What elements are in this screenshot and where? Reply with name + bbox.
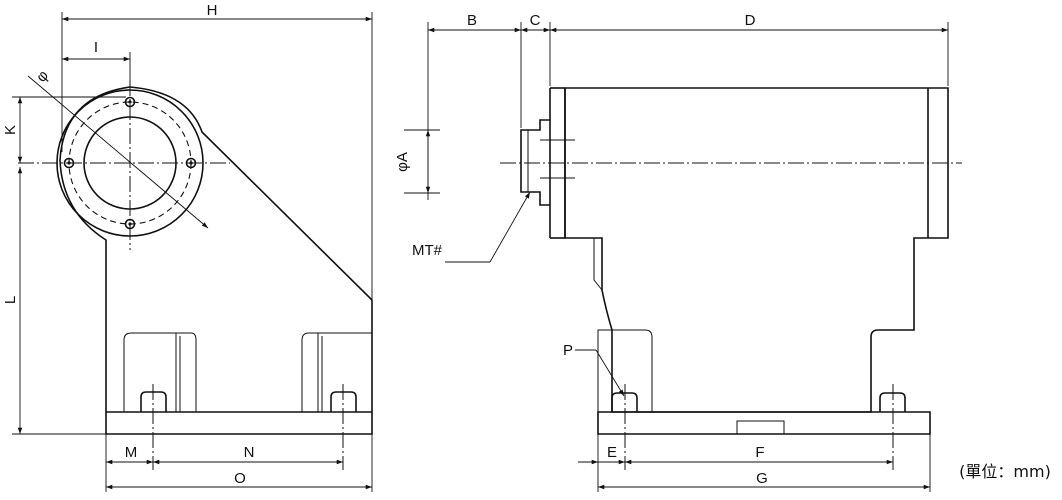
- front-view: [18, 80, 373, 470]
- label-N: N: [244, 444, 255, 461]
- front-foot-right: [301, 332, 372, 412]
- label-B: B: [467, 12, 477, 29]
- dimension-labels: H I φ K L M N O B C D φA MT# P E F G (單位…: [2, 2, 1051, 487]
- front-dimensions: [12, 12, 373, 492]
- label-D: D: [745, 12, 756, 29]
- label-I: I: [94, 39, 98, 56]
- label-K: K: [2, 125, 19, 135]
- front-body-outline: [59, 86, 373, 435]
- cylinder-housing: [564, 87, 949, 413]
- unit-note: (單位：mm): [959, 462, 1051, 481]
- label-F: F: [755, 444, 764, 461]
- side-base-plate: [597, 411, 931, 435]
- label-G: G: [756, 470, 768, 487]
- shaft: [520, 119, 550, 206]
- label-H: H: [207, 2, 218, 19]
- label-O: O: [234, 470, 246, 487]
- base-relief: [736, 420, 785, 434]
- side-dimensions: [404, 22, 949, 492]
- label-phiA: φA: [394, 152, 411, 172]
- label-P: P: [563, 342, 573, 359]
- label-C: C: [530, 12, 541, 29]
- label-E: E: [607, 444, 617, 461]
- label-L: L: [2, 296, 19, 304]
- front-foot-left: [123, 332, 197, 412]
- label-M: M: [125, 444, 138, 461]
- label-MT: MT#: [412, 242, 443, 259]
- side-view: [500, 87, 962, 470]
